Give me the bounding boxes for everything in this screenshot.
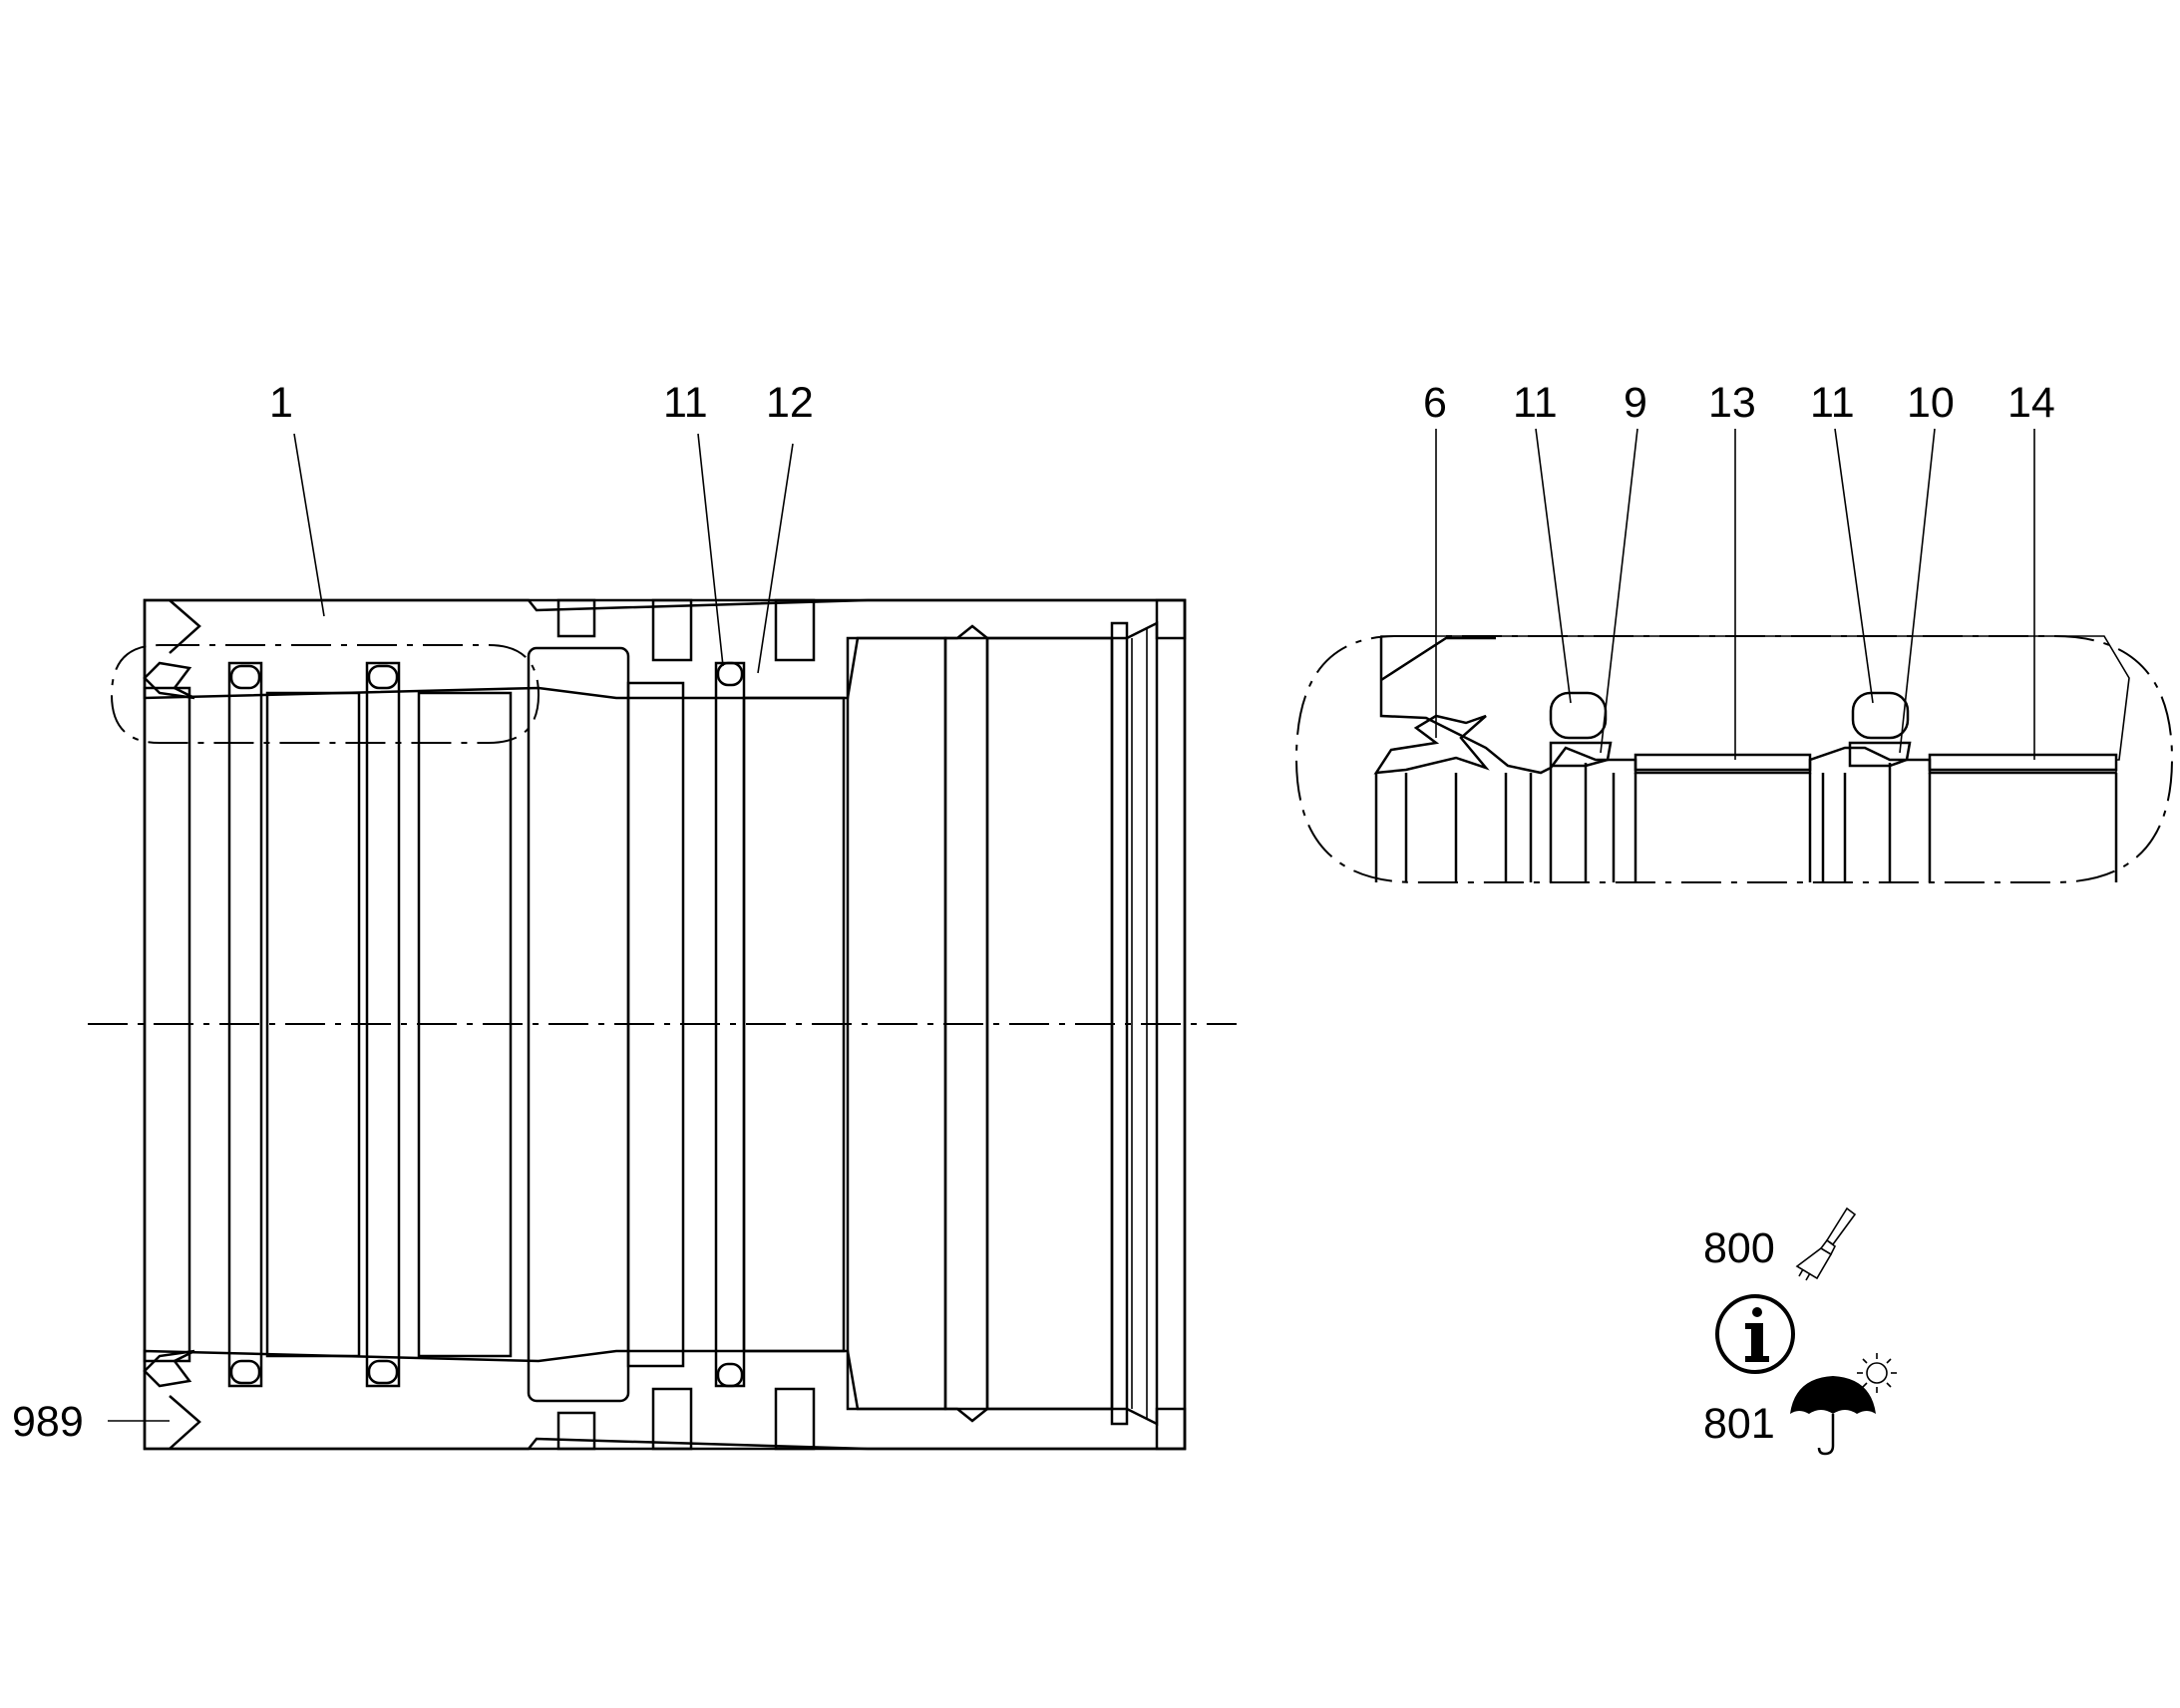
leader-9 (1600, 428, 1638, 754)
callout-1: 1 (269, 379, 293, 427)
wiper-seal-bottom (143, 1349, 195, 1388)
leader-1 (293, 433, 325, 617)
detail-bore-lines (1374, 763, 2118, 882)
callout-11-main: 11 (663, 379, 708, 427)
detail-backup-ring-9 (1549, 741, 1613, 768)
detail-backup-ring-10 (1848, 741, 1912, 768)
callout-12-main: 12 (766, 379, 814, 427)
legend-storage-code: 801 (1703, 1400, 1775, 1448)
paintbrush-icon (1795, 1206, 1857, 1281)
info-icon (1715, 1294, 1795, 1374)
leader-11b (1834, 428, 1874, 704)
callout-14: 14 (2007, 379, 2055, 427)
port-bottom-2 (651, 1387, 693, 1451)
detail-wall-section (1380, 635, 2130, 774)
callout-10: 10 (1907, 379, 1955, 427)
detail-guide-strip-13 (1634, 753, 1812, 772)
legend-paint-code: 800 (1703, 1224, 1775, 1272)
leader-11 (697, 433, 724, 667)
detail-guide-strip-14 (1928, 753, 2118, 772)
detail-chamfer (1380, 636, 1496, 682)
detail-view: 6 11 9 13 11 10 14 (1294, 379, 2174, 883)
wiper-seal-top (143, 661, 195, 700)
callout-11-detail-b: 11 (1810, 379, 1855, 427)
leader-12 (757, 443, 794, 674)
detail-wiper-seal (1373, 714, 1490, 775)
detail-o-ring-left (1549, 691, 1608, 740)
callout-11-detail-a: 11 (1513, 379, 1558, 427)
leader-11a (1535, 428, 1572, 704)
detail-frame (1294, 635, 2174, 883)
detail-marker (110, 644, 541, 744)
sun-icon (1857, 1353, 1897, 1393)
left-bottom-chamfer (169, 1395, 201, 1450)
callout-13: 13 (1708, 379, 1756, 427)
legend: 800 801 (1703, 1206, 1897, 1456)
detail-o-ring-right (1851, 691, 1910, 740)
callout-9: 9 (1624, 379, 1647, 427)
port-top-3 (774, 598, 816, 662)
leader-10 (1899, 428, 1936, 754)
port-bottom-1 (556, 1411, 596, 1451)
port-top-1 (556, 598, 596, 638)
port-bottom-3 (774, 1387, 816, 1451)
umbrella-icon (1790, 1376, 1876, 1456)
o-rings-main (229, 661, 744, 1388)
callout-989: 989 (12, 1398, 84, 1446)
callout-6: 6 (1423, 379, 1447, 427)
main-section-view: 1 11 12 989 (12, 379, 1237, 1451)
detail-boundary (1379, 636, 2116, 775)
port-top-2 (651, 598, 693, 662)
